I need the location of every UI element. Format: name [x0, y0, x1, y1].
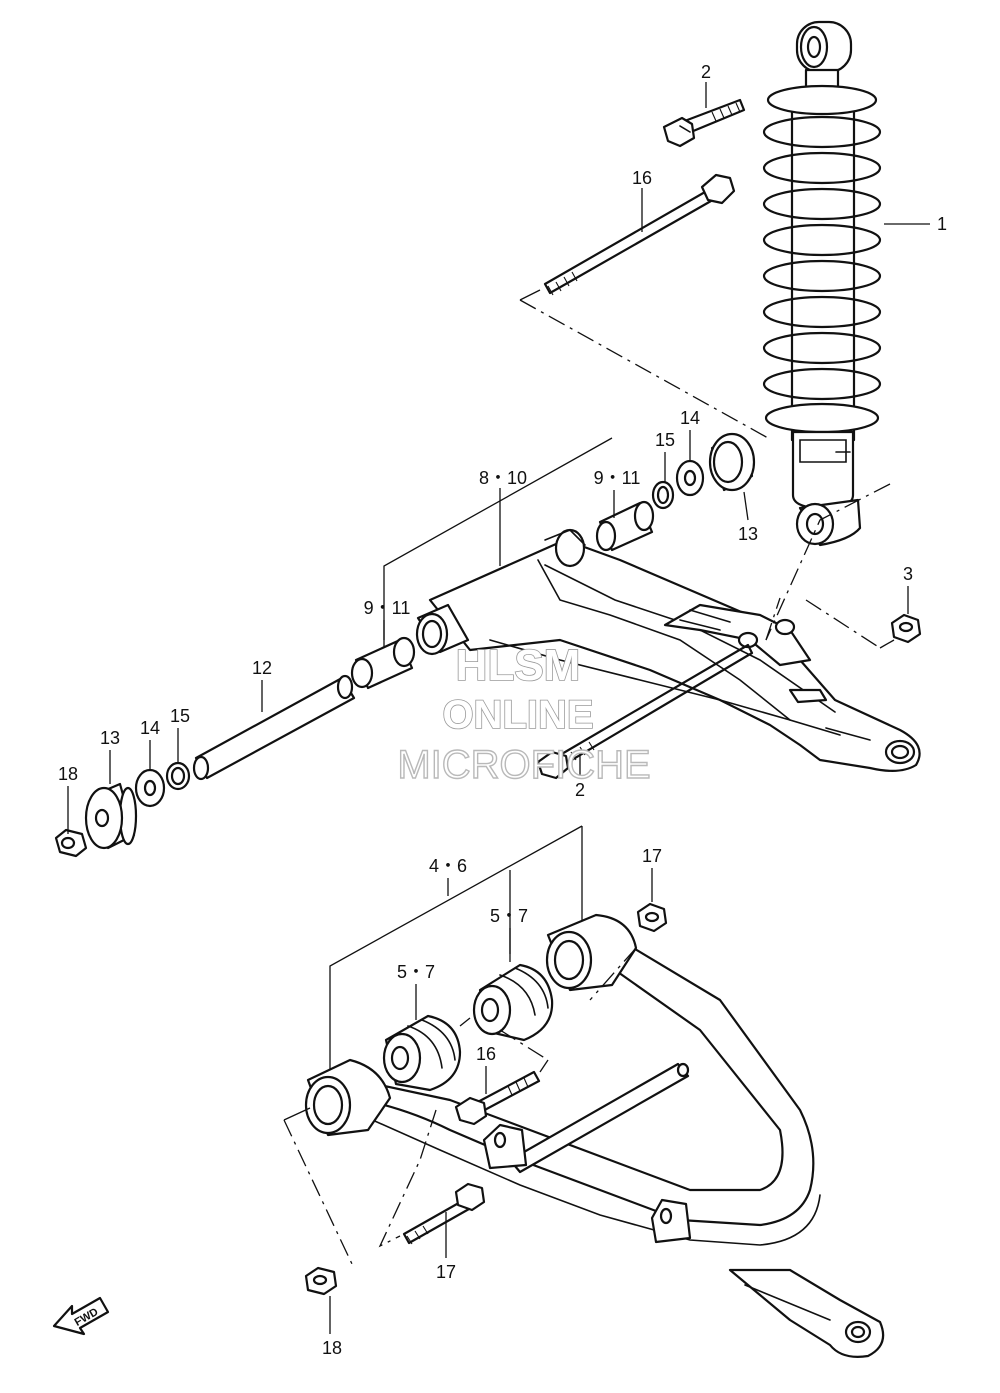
bolt-16-top: [543, 173, 736, 296]
forward-arrow-icon: FWD: [52, 1296, 110, 1336]
nut-18-left: [54, 828, 88, 858]
nut-3: [890, 613, 922, 644]
bushing-5-7-left: [382, 1014, 462, 1092]
callout-15-upper: 15: [655, 430, 675, 450]
assembly-centerlines: [283, 289, 895, 1265]
bolt-16-lower: [454, 1070, 541, 1126]
spacer-13-left: [84, 782, 138, 850]
callout-13-upper: 13: [738, 524, 758, 544]
callout-16-top: 16: [632, 168, 652, 188]
callout-labels: 1 2 16 8・10 9・11 15 14 13 3 9・11 2 12 13…: [58, 62, 947, 1358]
watermark: HLSM ONLINE MICROFICHE: [397, 640, 652, 788]
ring-15-upper: [651, 480, 675, 510]
collar-9-11-lower: [350, 636, 416, 690]
upper-arm-bracket: [415, 528, 921, 772]
washer-14-left: [134, 768, 166, 808]
callout-1: 1: [937, 214, 947, 234]
leader-lines: [67, 82, 930, 1334]
coil-spring: [762, 84, 882, 434]
callout-3: 3: [903, 564, 913, 584]
watermark-line-2: ONLINE: [442, 693, 593, 737]
callout-17-lower: 17: [436, 1262, 456, 1282]
nut-18-bottom: [304, 1266, 338, 1296]
bolt-17-lower: [402, 1182, 486, 1245]
callout-2-top: 2: [701, 62, 711, 82]
bolt-2-top: [662, 98, 746, 148]
callout-5-7-right: 5・7: [490, 906, 528, 926]
nut-17-upper: [636, 902, 668, 933]
callout-9-11-upper: 9・11: [594, 468, 641, 488]
washer-14-upper: [675, 459, 705, 497]
bushing-5-7-right: [472, 963, 554, 1042]
callout-16-lower: 16: [476, 1044, 496, 1064]
ring-15-left: [165, 761, 191, 791]
collar-9-11-upper: [595, 500, 655, 552]
lower-a-arm: [304, 913, 885, 1358]
callout-9-11-lower: 9・11: [364, 598, 411, 618]
sleeve-12: [192, 674, 356, 781]
callout-15-left: 15: [170, 706, 190, 726]
callout-5-7-left: 5・7: [397, 962, 435, 982]
callout-8-10: 8・10: [479, 468, 527, 488]
callout-14-upper: 14: [680, 408, 700, 428]
callout-13-left: 13: [100, 728, 120, 748]
shock-absorber: [762, 20, 882, 547]
watermark-line-3: MICROFICHE: [397, 743, 650, 787]
watermark-line-1: HLSM: [456, 641, 581, 690]
bolt-2-mid: [536, 643, 754, 780]
callout-18-left: 18: [58, 764, 78, 784]
spacer-13-upper: [708, 432, 756, 492]
callout-2-mid: 2: [575, 780, 585, 800]
callout-18-bottom: 18: [322, 1338, 342, 1358]
callout-17-upper: 17: [642, 846, 662, 866]
callout-12: 12: [252, 658, 272, 678]
callout-14-left: 14: [140, 718, 160, 738]
callout-4-6: 4・6: [429, 856, 467, 876]
